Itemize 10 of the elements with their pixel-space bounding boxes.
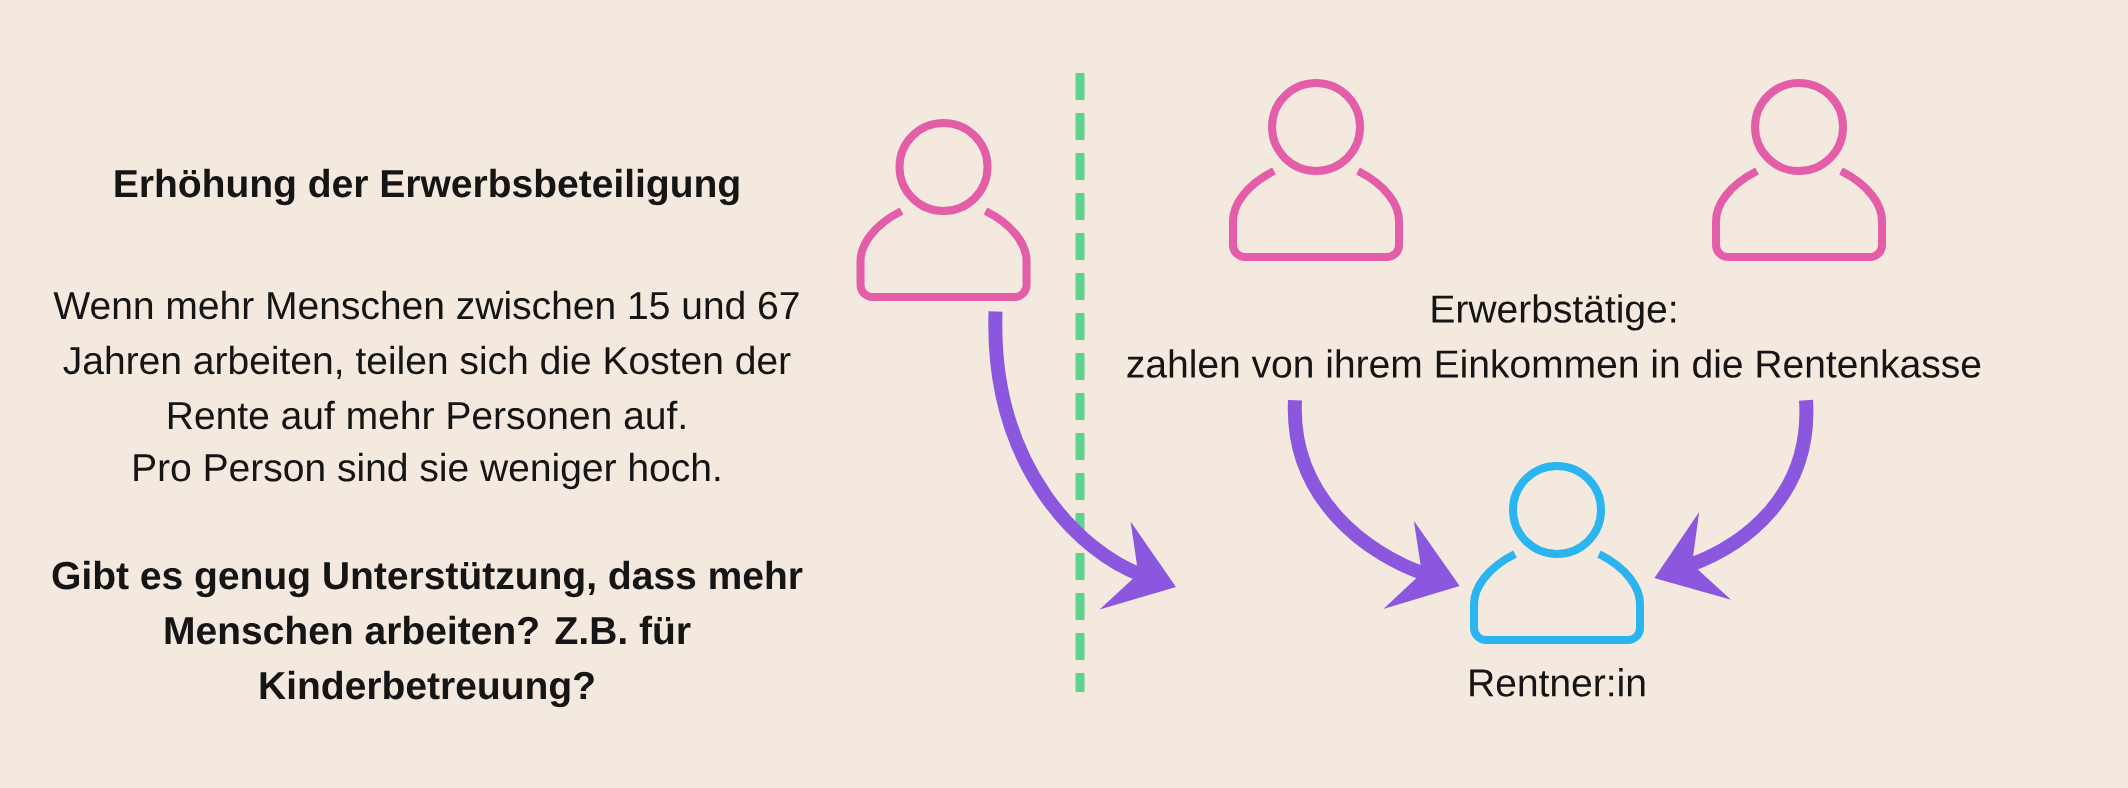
caption-text: Rentner:in: [1470, 668, 1645, 697]
paragraph-text: Wenn mehr Menschen zwischen 15 und 67 Jahren arbeiten, teilen sich die Kosten der Rente auf mehr Personen auf.: [53, 290, 799, 430]
paragraph-text: Gibt es genug Unterstützung, dass mehr Menschen arbeiten? Z.B. für Kinderbetreuung?: [52, 560, 803, 708]
person-icon: [1712, 79, 1886, 261]
person-icon: [1229, 79, 1403, 261]
person-icon: [1470, 462, 1644, 644]
person-icon: [856, 119, 1031, 301]
heading-text: Erhöhung der Erwerbsbeteiligung: [115, 168, 739, 206]
paragraph-text: Pro Person sind sie weniger hoch.: [134, 452, 720, 490]
caption-text: Erwerbstätige: zahlen von ihrem Einkommen in die Rentenkasse: [1127, 294, 1981, 378]
